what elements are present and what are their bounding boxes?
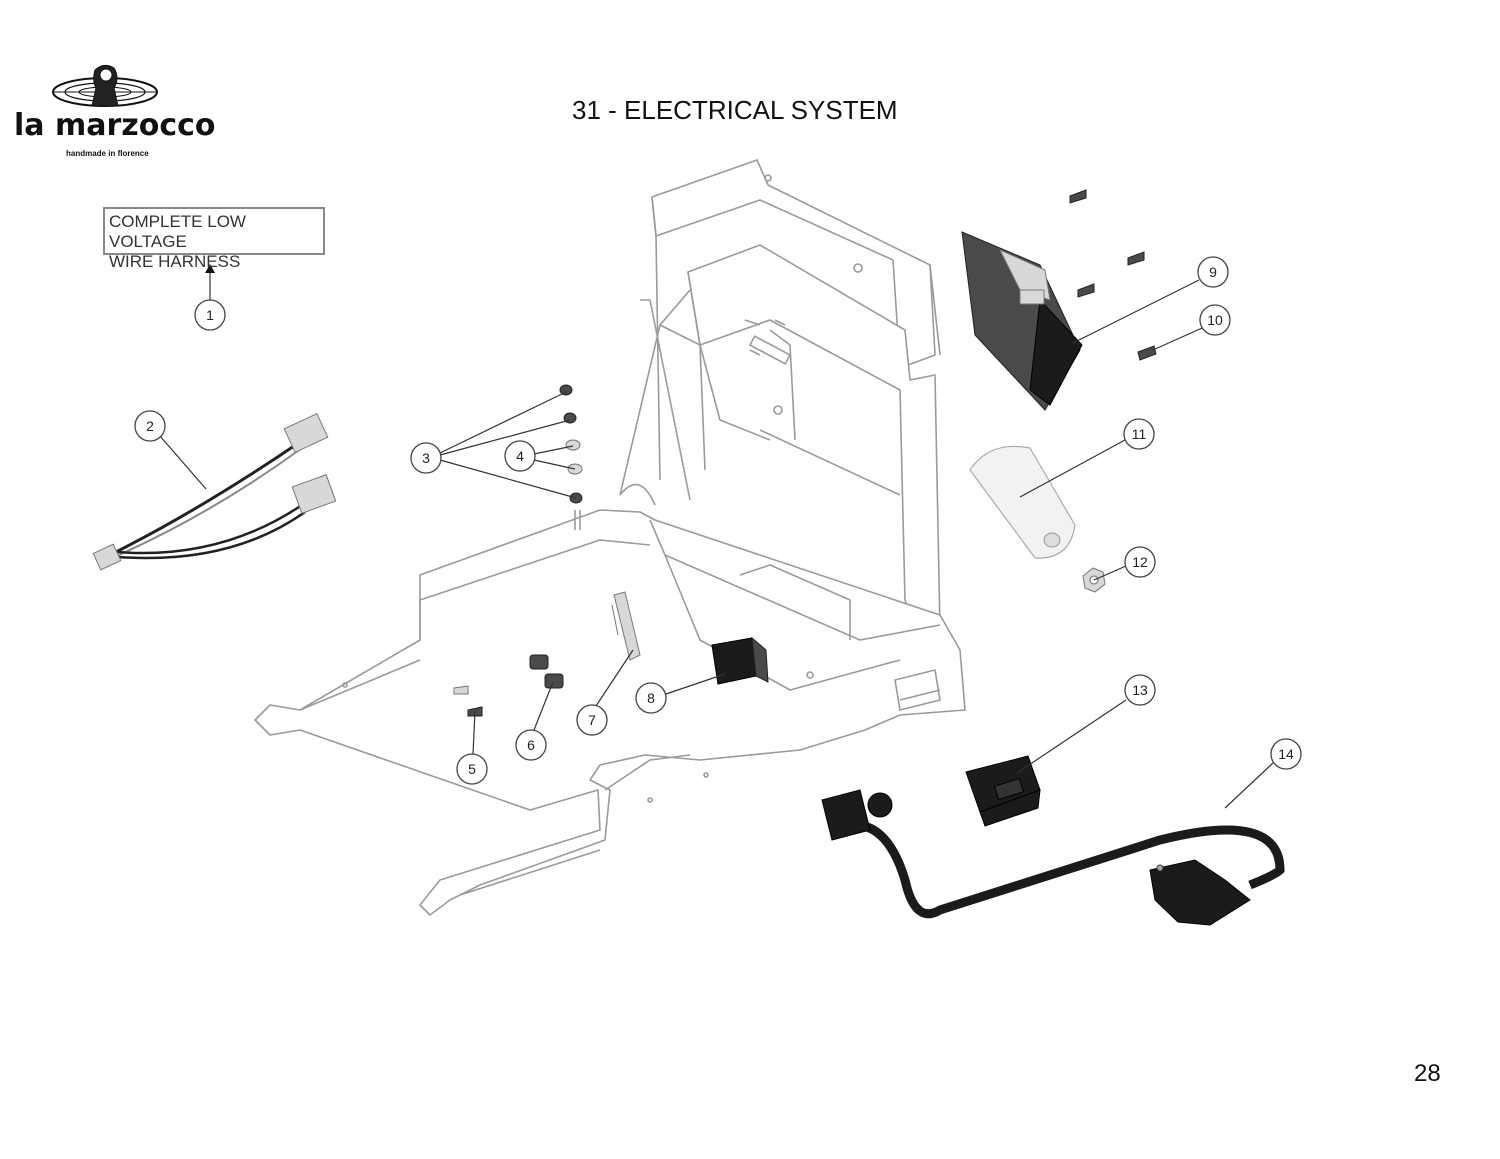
power-cord-part bbox=[821, 789, 1285, 926]
small-switch-part bbox=[711, 636, 769, 685]
control-board-part bbox=[961, 231, 1083, 411]
capacitor-cylinder-part bbox=[969, 445, 1076, 559]
svg-text:4: 4 bbox=[516, 448, 524, 464]
callout-2: 2 bbox=[134, 410, 166, 442]
svg-text:6: 6 bbox=[527, 737, 535, 753]
svg-text:3: 3 bbox=[422, 450, 430, 466]
svg-text:13: 13 bbox=[1132, 682, 1148, 698]
svg-text:12: 12 bbox=[1132, 554, 1148, 570]
svg-text:9: 9 bbox=[1209, 264, 1217, 280]
callout-11: 11 bbox=[1123, 418, 1155, 450]
leader-lines bbox=[159, 264, 1274, 809]
svg-text:7: 7 bbox=[588, 712, 596, 728]
callout-8: 8 bbox=[635, 682, 667, 714]
callout-6: 6 bbox=[515, 729, 547, 761]
callout-3: 3 bbox=[410, 442, 442, 474]
springs-part bbox=[529, 654, 564, 689]
note-line-2: WIRE HARNESS bbox=[109, 252, 241, 271]
note-line-1: COMPLETE LOW VOLTAGE bbox=[109, 212, 246, 251]
page-title: 31 - ELECTRICAL SYSTEM bbox=[572, 95, 898, 125]
callout-14: 14 bbox=[1270, 738, 1302, 770]
brand-tagline: handmade in florence bbox=[66, 149, 149, 158]
callout-9: 9 bbox=[1197, 256, 1229, 288]
callout-12: 12 bbox=[1124, 546, 1156, 578]
svg-text:11: 11 bbox=[1132, 426, 1147, 442]
nuts-washers-part bbox=[559, 384, 583, 504]
rocker-switch-part bbox=[965, 755, 1041, 827]
brand-name: la marzocco bbox=[14, 108, 216, 143]
callout-4: 4 bbox=[504, 440, 536, 472]
board-screws-part bbox=[1069, 189, 1157, 361]
svg-text:2: 2 bbox=[146, 418, 154, 434]
callout-5: 5 bbox=[456, 753, 488, 785]
globe-lion-logo-icon bbox=[52, 64, 158, 107]
callout-13: 13 bbox=[1124, 674, 1156, 706]
callout-10: 10 bbox=[1199, 304, 1231, 336]
page-number: 28 bbox=[1414, 1060, 1441, 1087]
wire-harness-part bbox=[92, 412, 337, 571]
callout-1: 1 bbox=[194, 299, 226, 331]
chassis-frame bbox=[254, 159, 966, 916]
svg-text:5: 5 bbox=[468, 761, 476, 777]
svg-text:8: 8 bbox=[647, 690, 655, 706]
harness-note-box: COMPLETE LOW VOLTAGE WIRE HARNESS bbox=[103, 207, 325, 271]
svg-text:1: 1 bbox=[206, 307, 214, 323]
bracket-part bbox=[611, 591, 641, 661]
svg-text:14: 14 bbox=[1278, 746, 1294, 762]
svg-text:10: 10 bbox=[1207, 312, 1223, 328]
callout-7: 7 bbox=[576, 704, 608, 736]
